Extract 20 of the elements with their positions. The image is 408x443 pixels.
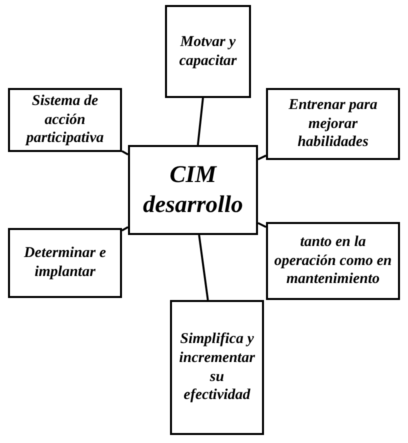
topic-box (266, 222, 400, 300)
connector-line (258, 154, 266, 160)
topic-box (8, 228, 122, 298)
box-text: Motvar y capacitar (178, 32, 238, 70)
connector-line (196, 98, 204, 146)
topic-box (165, 5, 251, 98)
box-text: tanto en la operación como en mantenimiento (273, 232, 393, 290)
connector-line (122, 150, 128, 156)
topic-box (170, 300, 264, 435)
topic-box (266, 88, 400, 160)
central-box (128, 145, 258, 235)
connector-line (198, 234, 209, 300)
box-text: Entrenar para mejorar habilidades (288, 96, 378, 152)
box-text: Simplifica y incrementar su efectividad (178, 330, 256, 405)
connector-line (122, 226, 128, 232)
center-title: CIM desarrollo (142, 161, 244, 220)
topic-box (8, 88, 122, 152)
box-text: Sistema de acción participativa (24, 92, 105, 148)
connector-line (258, 222, 266, 228)
box-text: Determinar e implantar (22, 244, 108, 282)
